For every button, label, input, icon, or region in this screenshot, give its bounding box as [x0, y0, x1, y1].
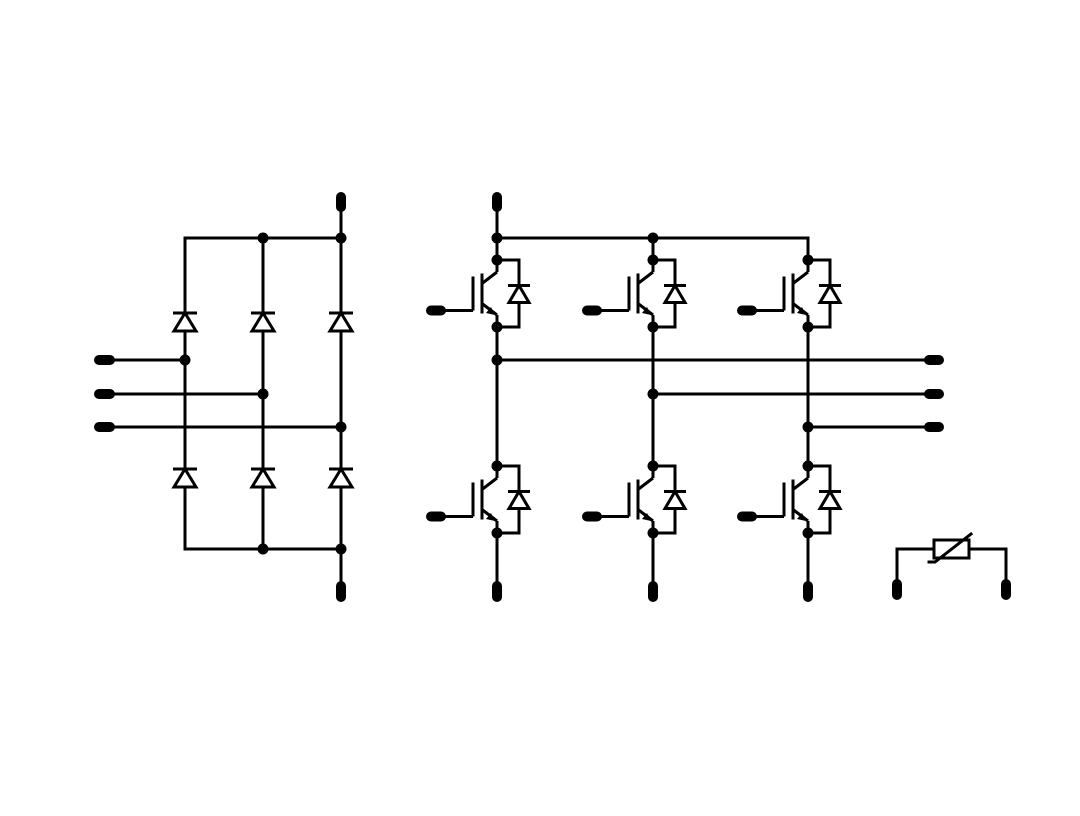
junction-dot	[491, 254, 503, 266]
diode-icon	[171, 467, 199, 489]
junction-dot	[802, 460, 814, 472]
thermistor-lead-left	[895, 547, 936, 590]
junction-dot	[647, 388, 659, 400]
junction-dot	[179, 354, 191, 366]
diode-icon	[817, 284, 843, 304]
diode-icon	[327, 311, 355, 333]
junction-dot	[491, 460, 503, 472]
junction-dot	[257, 232, 269, 244]
diode-icon	[327, 467, 355, 489]
junction-dot	[647, 321, 659, 333]
junction-dot	[335, 421, 347, 433]
ntc-thermistor	[892, 531, 1011, 600]
junction-dot	[335, 232, 347, 244]
inverter-bridge	[426, 192, 944, 602]
junction-dot	[647, 232, 659, 244]
junction-dot	[647, 460, 659, 472]
diode-icon	[249, 467, 277, 489]
junction-dot	[491, 232, 503, 244]
igbt-icon	[737, 254, 843, 333]
junction-dot	[802, 527, 814, 539]
junction-dot	[802, 321, 814, 333]
junction-dot	[802, 254, 814, 266]
thermistor-slash	[927, 531, 974, 564]
junction-dot	[491, 354, 503, 366]
igbt-icon	[582, 254, 688, 333]
rectifier-bridge	[94, 192, 355, 602]
junction-dot	[647, 527, 659, 539]
igbt-icon	[426, 460, 532, 539]
junction-dot	[491, 321, 503, 333]
diode-icon	[171, 311, 199, 333]
junction-dot	[647, 254, 659, 266]
diode-icon	[662, 490, 688, 510]
diode-icon	[506, 490, 532, 510]
junction-dot	[335, 543, 347, 555]
junction-dot	[257, 543, 269, 555]
junction-dot	[257, 388, 269, 400]
diode-icon	[662, 284, 688, 304]
diode-icon	[506, 284, 532, 304]
igbt-icon	[582, 460, 688, 539]
diode-icon	[249, 311, 277, 333]
igbt-icon	[737, 460, 843, 539]
igbt-layer	[426, 254, 843, 539]
diode-icon	[817, 490, 843, 510]
junction-dot	[802, 421, 814, 433]
thermistor-lead-right	[967, 547, 1008, 590]
junction-dot	[491, 527, 503, 539]
igbt-icon	[426, 254, 532, 333]
